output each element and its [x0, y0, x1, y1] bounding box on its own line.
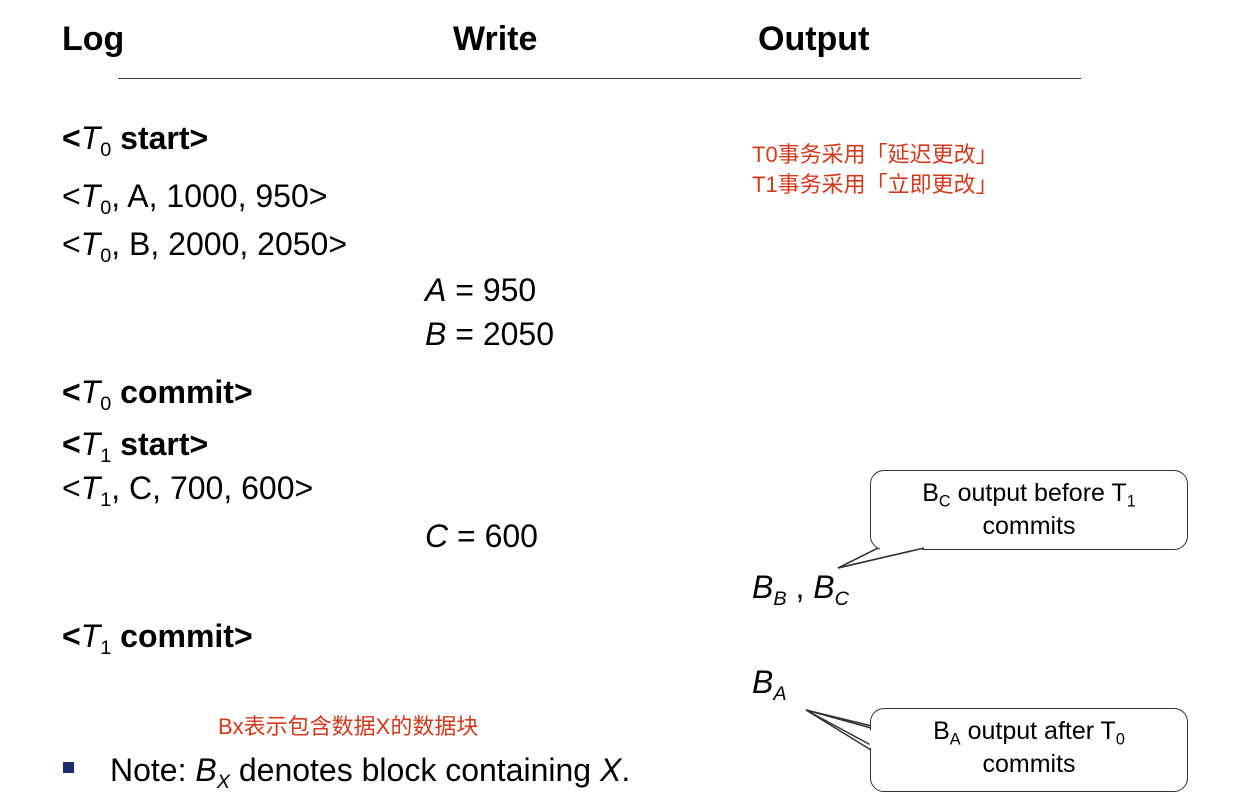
- header-log: Log: [62, 20, 125, 58]
- log-entry-t0-start: <T0 start>: [62, 120, 209, 161]
- log-entry-t1-start: <T1 start>: [62, 426, 209, 467]
- note-bx-definition: Note: BX denotes block containing X.: [110, 752, 631, 793]
- log-entry-t1-c: <T1, C, 700, 600>: [62, 470, 314, 511]
- header-output: Output: [758, 20, 870, 58]
- log-entry-t0-commit: <T0 commit>: [62, 374, 253, 415]
- output-bb-bc: BB , BC: [752, 569, 849, 610]
- annotation-bx-meaning: Bx表示包含数据X的数据块: [218, 714, 479, 739]
- annotation-deferred-immediate: T0事务采用「延迟更改」 T1事务采用「立即更改」: [752, 140, 998, 200]
- log-entry-t1-commit: <T1 commit>: [62, 618, 253, 659]
- write-b: B = 2050: [425, 316, 554, 352]
- log-entry-t0-b: <T0, B, 2000, 2050>: [62, 226, 348, 267]
- annotation-t0-deferred: T0事务采用「延迟更改」: [752, 142, 998, 167]
- write-a: A = 950: [425, 272, 537, 308]
- output-ba: BA: [752, 664, 787, 705]
- log-entry-t0-a: <T0, A, 1000, 950>: [62, 178, 328, 219]
- callout-ba-after-commit: BA output after T0 commits: [870, 708, 1188, 792]
- bullet-square-icon: [63, 762, 74, 773]
- callout-bc-before-commit: BC output before T1 commits: [870, 470, 1188, 550]
- header-write: Write: [453, 20, 538, 58]
- header-divider: [118, 78, 1081, 79]
- annotation-t1-immediate: T1事务采用「立即更改」: [752, 172, 998, 197]
- write-c: C = 600: [425, 518, 538, 554]
